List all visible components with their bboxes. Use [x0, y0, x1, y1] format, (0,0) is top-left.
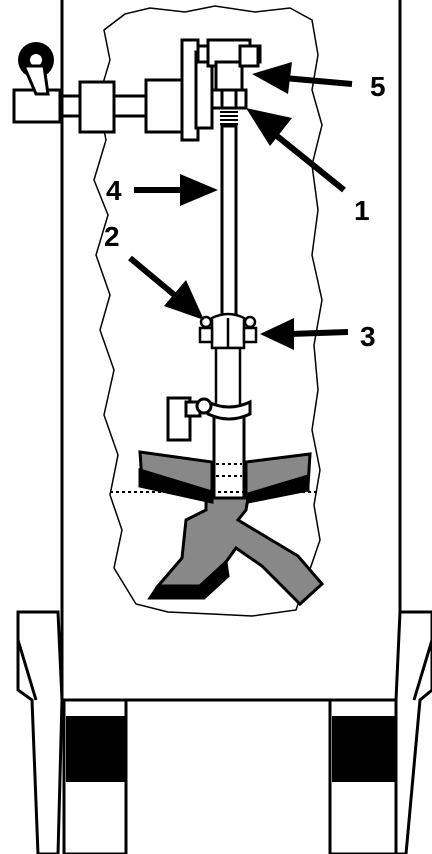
sleeve-band — [206, 399, 252, 421]
callout-label-4: 4 — [106, 175, 122, 206]
side-bracket — [166, 396, 213, 442]
motor-block-left — [78, 80, 116, 134]
callout-label-3: 3 — [360, 321, 376, 352]
callout-label-2: 2 — [104, 221, 120, 252]
side-lever — [12, 42, 62, 124]
drive-coupling — [196, 38, 262, 92]
thread — [220, 111, 238, 125]
nut — [210, 88, 248, 110]
impeller — [138, 450, 325, 607]
arrow-4 — [134, 174, 218, 206]
right-clamp-pin — [242, 315, 258, 344]
arrow-1 — [246, 108, 346, 193]
arrow-3 — [260, 318, 349, 350]
clamp-collar — [210, 312, 246, 410]
callout-label-1: 1 — [354, 195, 370, 226]
motor-block-middle — [144, 78, 184, 134]
callout-label-5: 5 — [370, 71, 386, 102]
arrow-5 — [252, 62, 353, 94]
caster-wheels — [66, 716, 396, 782]
left-clamp-pin — [198, 315, 214, 344]
lower-sleeve — [212, 406, 246, 506]
callout-arrows — [128, 62, 353, 350]
arrow-2 — [128, 255, 204, 320]
